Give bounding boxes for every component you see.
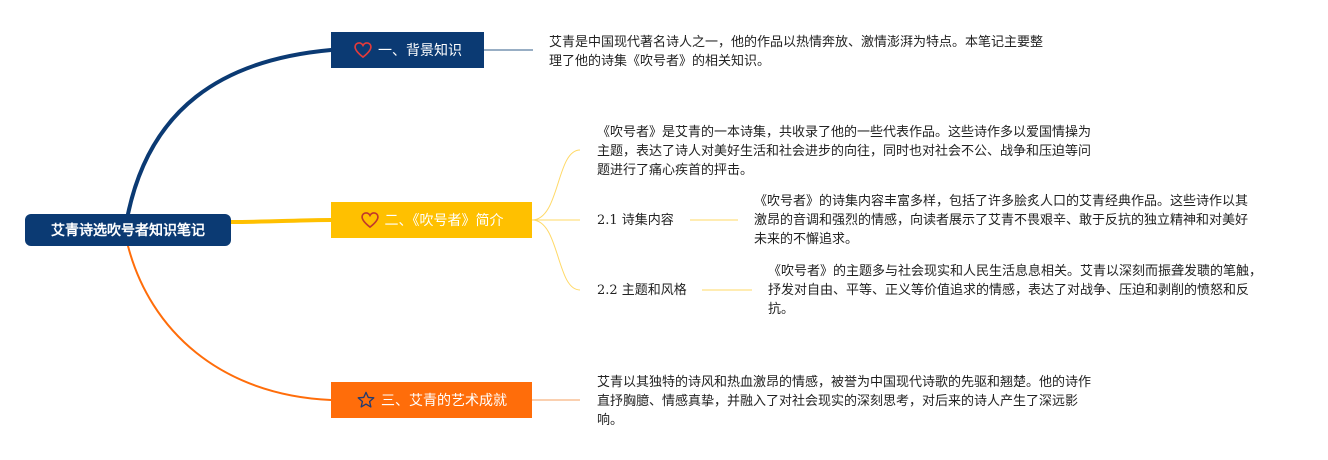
connector-root-branch-3 [127, 245, 332, 401]
connector-root-branch-2 [229, 218, 333, 224]
branch-topic-background[interactable]: 一、背景知识 [331, 32, 484, 68]
background-text: 艾青是中国现代著名诗人之一，他的作品以热情奔放、激情澎湃为特点。本笔记主要整理了… [549, 35, 1044, 69]
sub-topic-content[interactable]: 2.1 诗集内容 [597, 213, 674, 228]
branch-topic-achievement[interactable]: 三、艾青的艺术成就 [331, 382, 532, 418]
branch-topic-intro[interactable]: 二、《吹号者》简介 [331, 202, 532, 238]
connector-branch-2-sub-2 [531, 219, 581, 291]
branch-topic-intro-label: 二、《吹号者》简介 [384, 213, 504, 229]
connector-branch-2-intro [531, 149, 581, 221]
heart-icon [360, 210, 380, 230]
content-text: 《吹号者》的诗集内容丰富多样，包括了许多脍炙人口的艾青经典作品。这些诗作以其激昂… [754, 194, 1249, 247]
heart-icon [353, 40, 373, 60]
branch-topic-background-label: 一、背景知识 [378, 43, 462, 59]
intro-text: 《吹号者》是艾青的一本诗集，共收录了他的一些代表作品。这些诗作多以爱国情操为主题… [597, 125, 1092, 178]
root-topic-label: 艾青诗选吹号者知识笔记 [51, 223, 205, 239]
star-icon [356, 390, 376, 410]
theme-style-text: 《吹号者》的主题多与社会现实和人民生活息息相关。艾青以深刻而振聋发聩的笔触，抒发… [768, 264, 1263, 317]
branch-topic-achievement-label: 三、艾青的艺术成就 [381, 393, 507, 409]
root-topic[interactable]: 艾青诗选吹号者知识笔记 [25, 214, 231, 246]
achievement-text: 艾青以其独特的诗风和热血激昂的情感，被誉为中国现代诗歌的先驱和翘楚。他的诗作直抒… [597, 375, 1092, 428]
sub-topic-theme-style[interactable]: 2.2 主题和风格 [597, 283, 687, 298]
connector-root-branch-1 [126, 48, 333, 216]
